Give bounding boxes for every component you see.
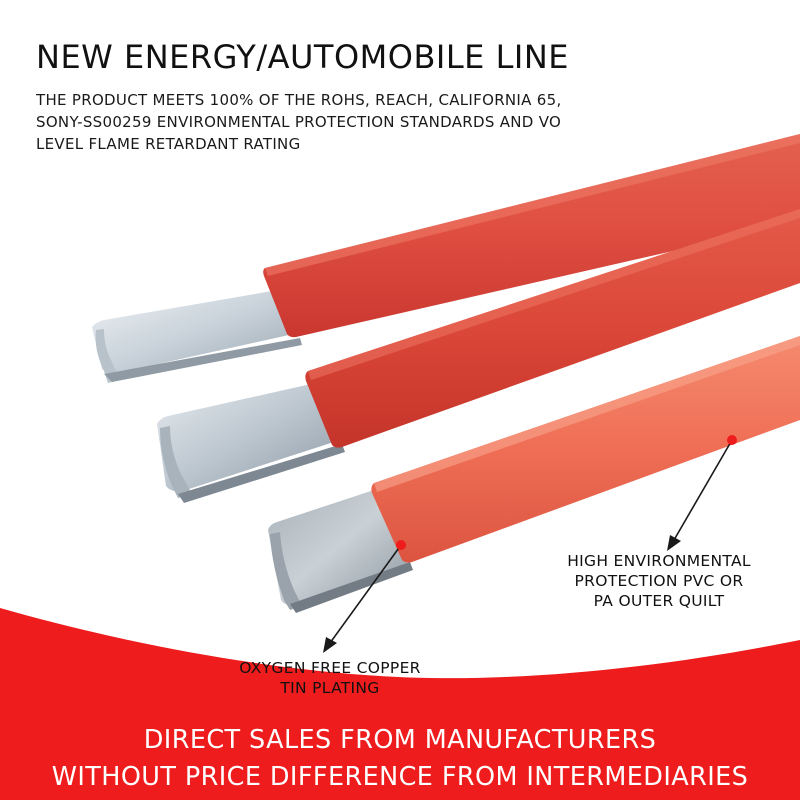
insulation-pointer [673, 439, 733, 541]
busbar-bottom-insulation [371, 336, 800, 563]
busbar-top [92, 134, 800, 383]
busbar-middle-insulation [305, 209, 800, 448]
headline: NEW ENERGY/AUTOMOBILE LINE [36, 38, 569, 76]
conductor-callout: OXYGEN FREE COPPER TIN PLATING [230, 658, 430, 698]
insulation-marker-icon [727, 435, 737, 445]
busbar-middle-copper-tip [157, 382, 340, 492]
sales-banner: DIRECT SALES FROM MANUFACTURERS WITHOUT … [0, 722, 800, 796]
red-wave-background [0, 608, 800, 800]
insulation-callout: HIGH ENVIRONMENTAL PROTECTION PVC OR PA … [556, 551, 762, 611]
conductor-callout-line-1: OXYGEN FREE COPPER [239, 659, 421, 677]
busbar-middle [157, 209, 800, 503]
sales-banner-line-1: DIRECT SALES FROM MANUFACTURERS [143, 725, 657, 755]
busbar-bottom [268, 336, 800, 613]
conductor-pointer [329, 544, 402, 644]
insulation-callout-line-3: PA OUTER QUILT [593, 592, 725, 610]
conductor-arrowhead-icon [323, 637, 337, 653]
conductor-callout-line-2: TIN PLATING [280, 679, 380, 697]
sales-banner-line-2: WITHOUT PRICE DIFFERENCE FROM INTERMEDIA… [51, 762, 749, 792]
insulation-callout-line-2: PROTECTION PVC OR [574, 572, 744, 590]
standards-description: THE PRODUCT MEETS 100% OF THE ROHS, REAC… [36, 91, 562, 153]
insulation-arrowhead-icon [667, 535, 681, 551]
insulation-callout-line-1: HIGH ENVIRONMENTAL [567, 552, 751, 570]
busbar-top-insulation [263, 134, 800, 338]
busbar-top-copper-tip [92, 290, 298, 373]
conductor-marker-icon [396, 540, 406, 550]
